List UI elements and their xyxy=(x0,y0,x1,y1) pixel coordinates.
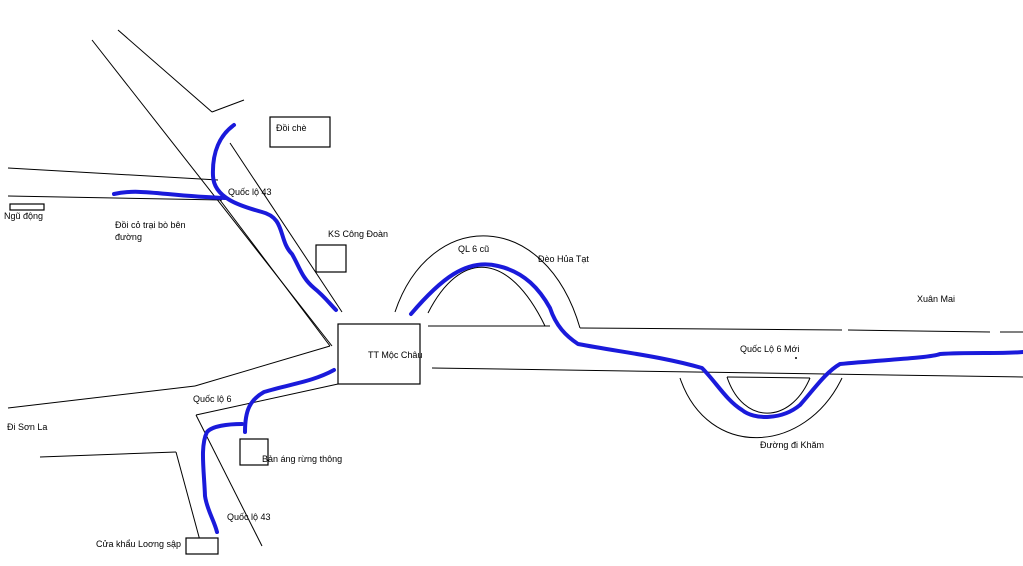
label-quoc-lo-6-moi: Quốc Lộ 6 Mới xyxy=(740,344,799,354)
box-doi-che xyxy=(269,116,331,148)
road-kham-top xyxy=(726,376,811,379)
route-ql43-north xyxy=(210,123,338,312)
road-ql6-north-c xyxy=(847,329,991,333)
road-ql43-n-right xyxy=(229,142,343,313)
road-kham-outer xyxy=(679,377,843,439)
road-kham-inner xyxy=(726,376,811,414)
label-ban-ang: Bản áng rừng thông xyxy=(262,454,342,464)
road-west-upper xyxy=(7,167,219,181)
road-ql6-lower xyxy=(195,383,339,416)
box-cua-khau xyxy=(185,537,219,555)
label-ks-cong-doan: KS Công Đoàn xyxy=(328,229,388,239)
label-cua-khau: Cửa khẩu Loơng sập xyxy=(96,539,181,549)
route-ql6-southwest xyxy=(243,368,336,434)
box-ks-cong-doan xyxy=(315,244,347,273)
label-quoc-lo-6: Quốc lộ 6 xyxy=(193,394,232,404)
label-duong-di-kham: Đường đi Khăm xyxy=(760,440,824,450)
label-tt-moc-chau: TT Mộc Châu xyxy=(368,350,422,360)
road-son-la-upper xyxy=(7,385,196,409)
road-ql43-s-left xyxy=(175,451,203,549)
road-ql43-n-left xyxy=(219,199,331,347)
road-ql6-north-b xyxy=(579,327,843,331)
road-west-lower xyxy=(7,195,223,201)
road-old-ql6-inner xyxy=(427,266,546,327)
label-deo-hua-tat: Đèo Hủa Tạt xyxy=(538,254,589,264)
marker-dot xyxy=(795,357,797,359)
box-ngu-dong xyxy=(9,203,45,211)
label-doi-che: Đồi chè xyxy=(276,123,307,133)
road-ql6-south xyxy=(431,367,1023,378)
box-tt-moc-chau xyxy=(337,323,421,385)
road-son-la-lower xyxy=(39,451,177,458)
label-quoc-lo-43-north: Quốc lộ 43 xyxy=(228,187,272,197)
road-ql6-upper xyxy=(194,345,331,387)
label-di-son-la: Đi Sơn La xyxy=(7,422,47,432)
box-ban-ang xyxy=(239,438,269,466)
road-old-ql6-outer xyxy=(394,235,581,329)
route-ngu-dong xyxy=(112,189,227,200)
road-nw-cap xyxy=(211,99,245,113)
road-nw-inner xyxy=(117,29,213,113)
route-ql43-south xyxy=(200,422,244,534)
label-ql6-cu: QL 6 cũ xyxy=(458,244,489,254)
label-quoc-lo-43-south: Quốc lộ 43 xyxy=(227,512,271,522)
label-doi-co: Đồi cỏ trại bò bên xyxy=(115,220,186,230)
label-ngu-dong: Ngũ động xyxy=(4,211,43,221)
label-doi-co-line2: đường xyxy=(115,232,142,242)
route-main-east xyxy=(409,262,1023,419)
label-xuan-mai: Xuân Mai xyxy=(917,294,955,304)
